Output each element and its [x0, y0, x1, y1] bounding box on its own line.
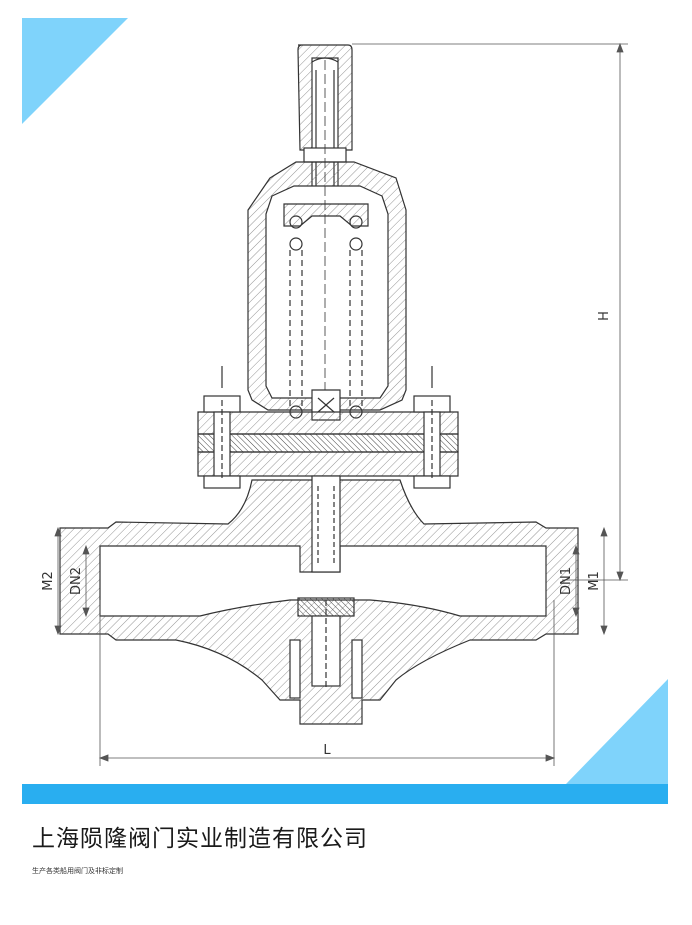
left-bolt [203, 366, 241, 489]
dim-label-dn2: DN2 [69, 567, 84, 595]
bottom-right-corner-triangle [566, 679, 668, 784]
dimension-lines [54, 42, 628, 766]
diaphragm [197, 433, 459, 453]
upper-flange [197, 411, 459, 435]
valve-body-drawing [59, 44, 579, 725]
dim-label-dn1: DN1 [559, 567, 574, 595]
right-bolt [413, 366, 451, 489]
valve-stem [311, 475, 341, 573]
accent-bar [22, 784, 668, 804]
lower-flange [197, 451, 459, 477]
dim-label-m1: M1 [587, 571, 602, 591]
flow-passage [99, 545, 547, 617]
dim-label-l: L [323, 743, 331, 758]
top-left-corner-triangle [22, 18, 128, 124]
dim-label-m2: M2 [41, 571, 56, 591]
dim-label-h: H [597, 311, 612, 321]
tagline: 生产各类船用阀门及非标定制 [32, 867, 123, 875]
company-name: 上海陨隆阀门实业制造有限公司 [32, 826, 368, 852]
